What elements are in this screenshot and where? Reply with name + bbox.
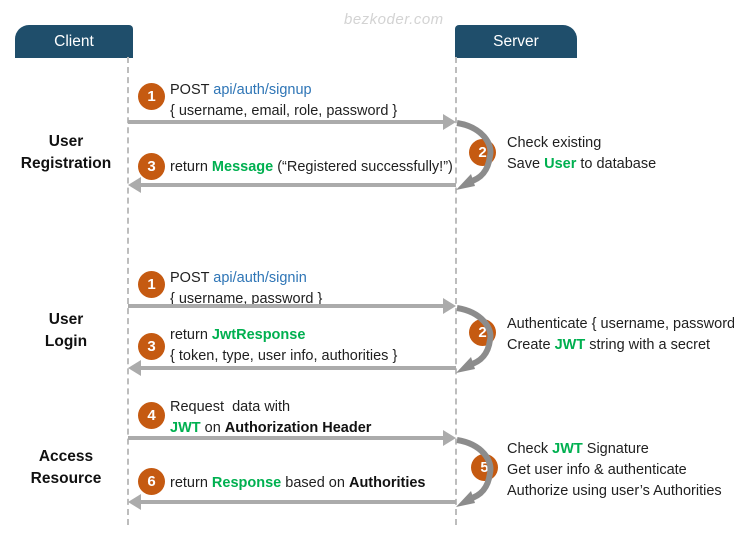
arrow-head [128,177,141,193]
response-arrow [141,366,456,370]
text-segment: to database [576,156,657,172]
keyword-green: User [544,156,577,172]
keyword-blue: api/auth/signup [213,82,312,98]
section-label-line: Login [44,333,88,350]
keyword-green: JWT [170,420,201,436]
message-line: Authenticate { username, password } [507,314,734,335]
keyword-bold: Authorization Header [224,420,372,436]
text-segment: Check existing [507,135,602,151]
text-segment: return [170,475,212,491]
text-segment: Get user info & authenticate [507,462,687,478]
message-line: return Message (“Registered successfully… [170,157,453,178]
text-segment: return [170,327,212,343]
text-segment: Authenticate { username, password } [507,316,734,332]
request-arrow [128,120,444,124]
message-line: return Response based on Authorities [170,473,426,494]
message-line: POST api/auth/signup [170,80,397,101]
message-line: JWT on Authorization Header [170,418,371,439]
message-text: return JwtResponse { token, type, user in… [170,325,397,367]
section-label-line: User [48,311,84,328]
arrow-head [128,494,141,510]
text-segment: { username, email, role, password } [170,103,398,119]
message-line: Save User to database [507,154,656,175]
message-line: Request data with [170,397,371,418]
text-segment: { username, password } [170,291,323,307]
step-badge: 4 [138,402,165,429]
keyword-green: Message [211,159,274,175]
message-text: POST api/auth/signup { username, email, r… [170,80,397,122]
request-arrow [128,436,444,440]
arrow-head [443,298,456,314]
text-segment: return [170,159,212,175]
text-segment: string with a secret [585,337,711,353]
message-line: { username, password } [170,289,322,310]
keyword-bold: Authorities [348,475,426,491]
response-arrow [141,183,456,187]
text-segment: on [200,420,225,436]
keyword-green: Response [211,475,282,491]
step-badge: 3 [138,333,165,360]
message-text: POST api/auth/signin { username, password… [170,268,322,310]
text-segment: Save [507,156,545,172]
arrow-head [128,360,141,376]
keyword-green: JWT [552,441,583,457]
text-segment: based on [281,475,349,491]
message-text: return Response based on Authorities [170,473,426,494]
step-badge: 1 [138,271,165,298]
text-segment: POST [170,82,214,98]
text-segment: Create [507,337,555,353]
text-segment: { token, type, user info, authorities } [170,348,398,364]
keyword-blue: api/auth/signin [213,270,307,286]
self-process-arrow [456,120,494,190]
message-line: Create JWT string with a secret [507,335,734,356]
message-line: Check existing [507,133,656,154]
actor-client: Client [15,25,133,58]
message-line: Get user info & authenticate [507,460,722,481]
text-segment: (“Registered successfully!”) [273,159,453,175]
keyword-green: JWT [554,337,586,353]
text-segment: Authorize using user’s Authorities [507,483,722,499]
message-line: { username, email, role, password } [170,101,397,122]
message-text: return Message (“Registered successfully… [170,157,453,178]
section-label-line: Registration [20,155,112,172]
section-label-line: User [48,133,84,150]
message-line: Check JWT Signature [507,439,722,460]
message-line: { token, type, user info, authorities } [170,346,397,367]
server-note-text: Authenticate { username, password } Creat… [507,314,734,356]
arrow-head [443,430,456,446]
step-badge: 1 [138,83,165,110]
text-segment: Check [507,441,553,457]
step-badge: 3 [138,153,165,180]
keyword-green: JwtResponse [211,327,306,343]
message-line: Authorize using user’s Authorities [507,481,722,502]
watermark: bezkoder.com [344,11,444,28]
message-line: POST api/auth/signin [170,268,322,289]
text-segment: POST [170,270,214,286]
client-lifeline [127,57,129,525]
actor-server: Server [455,25,577,58]
server-lifeline [455,57,457,525]
section-label-line: Resource [30,470,102,487]
text-segment: Signature [582,441,649,457]
self-process-arrow [456,437,494,507]
message-line: return JwtResponse [170,325,397,346]
self-process-arrow [456,305,494,373]
request-arrow [128,304,444,308]
arrow-head [443,114,456,130]
step-badge: 6 [138,468,165,495]
section-label-line: Access [38,448,94,465]
text-segment: Request data with [170,399,291,415]
response-arrow [141,500,456,504]
